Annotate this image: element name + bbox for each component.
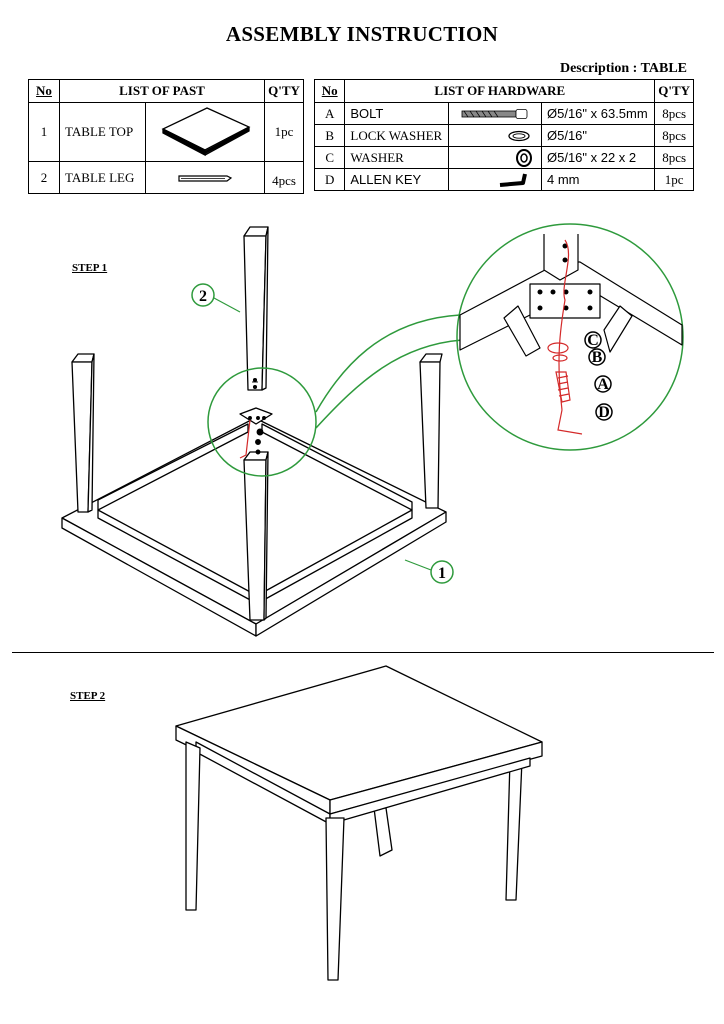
hw-name: BOLT <box>344 102 450 125</box>
table-top-icon <box>145 102 265 162</box>
callout-b: B <box>592 349 603 366</box>
callout-leg: 2 <box>199 288 207 305</box>
callout-c: C <box>587 332 599 349</box>
hw-spec: Ø5/16" x 63.5mm <box>540 102 656 125</box>
part-qty: 4pcs <box>264 161 304 194</box>
hw-spec: 4 mm <box>540 168 656 191</box>
step-divider <box>12 652 714 653</box>
table-row: 2 TABLE LEG 4pcs <box>28 161 304 194</box>
part-name: TABLE TOP <box>59 102 146 162</box>
table-row: D ALLEN KEY 4 mm 1pc <box>313 168 694 191</box>
callout-a: A <box>597 376 609 393</box>
table-row: B LOCK WASHER Ø5/16" 8pcs <box>313 124 694 147</box>
hw-header-list: LIST OF HARDWARE <box>344 79 656 103</box>
document-title: ASSEMBLY INSTRUCTION <box>225 22 499 46</box>
callout-top: 1 <box>438 565 446 582</box>
hw-qty: 1pc <box>654 168 694 191</box>
description: Description : TABLE <box>559 61 687 76</box>
callout-d: D <box>598 404 610 421</box>
part-name: TABLE LEG <box>59 161 146 194</box>
parts-table: No LIST OF PAST Q'TY 1 TABLE TOP 1pc 2 T… <box>28 79 304 194</box>
hw-qty: 8pcs <box>654 146 694 169</box>
hw-name: ALLEN KEY <box>344 168 450 191</box>
hw-no: D <box>313 168 346 191</box>
step2-label: STEP 2 <box>70 690 106 702</box>
step1-label: STEP 1 <box>72 262 108 274</box>
hardware-table: No LIST OF HARDWARE Q'TY A BOLT Ø5/16" x… <box>313 79 694 191</box>
table-row: 1 TABLE TOP 1pc <box>28 102 304 162</box>
hw-header-no: No <box>313 79 346 103</box>
step1-illustration: C B A D 2 1 <box>61 223 684 637</box>
table-row: A BOLT Ø5/16" x 63.5mm 8pcs <box>313 102 694 125</box>
hw-spec: Ø5/16" <box>540 124 656 147</box>
hw-name: LOCK WASHER <box>344 124 450 147</box>
hw-qty: 8pcs <box>654 124 694 147</box>
hw-spec: Ø5/16" x 22 x 2 <box>540 146 656 169</box>
